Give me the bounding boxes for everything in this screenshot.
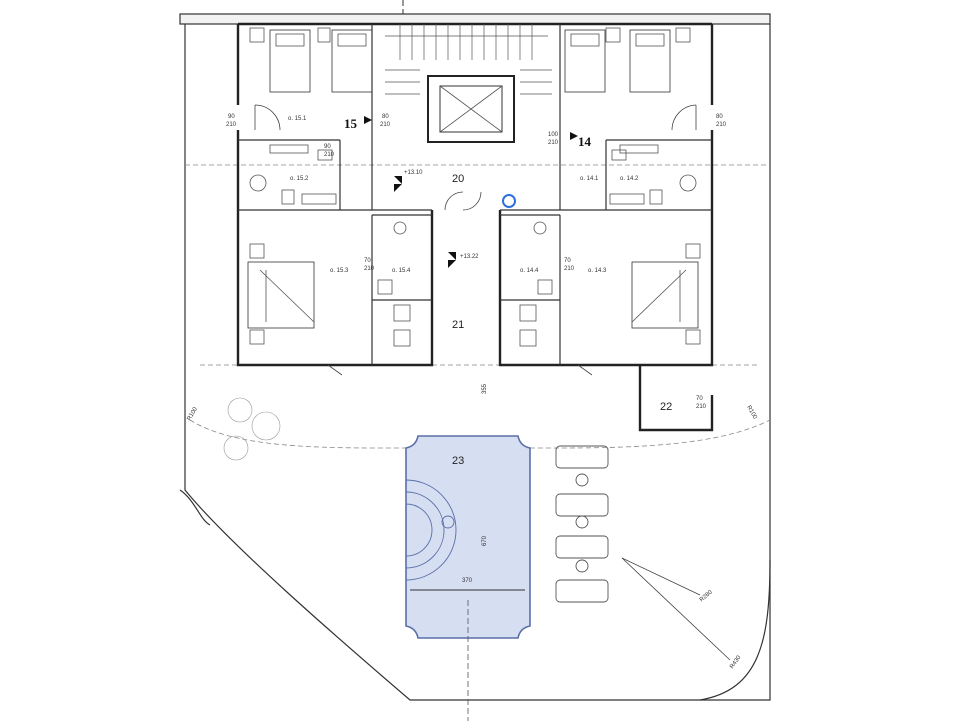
unit-label-14: 14	[578, 134, 592, 149]
pool-23	[405, 435, 531, 639]
room-label-14-3: o. 14.3	[588, 268, 607, 274]
radius-line-a	[621, 557, 701, 596]
dim-pool-width: 370	[462, 578, 473, 584]
wall-14-bed-divider	[559, 24, 712, 211]
door-tag-8-bot: 210	[696, 404, 707, 410]
level-hall: +13.10	[404, 170, 423, 176]
room-label-15-3: o. 15.3	[330, 268, 349, 274]
door-tag-4-top: 80	[716, 114, 723, 120]
entry-arrow-14	[570, 132, 578, 140]
sun-loungers	[555, 445, 609, 603]
door-tag-1-top: 90	[228, 114, 235, 120]
level-symbol-corridor	[448, 252, 456, 268]
wall-14-bath	[500, 214, 561, 365]
building-wall-left	[236, 24, 434, 367]
roof-edge	[179, 13, 771, 25]
bath-fixtures	[249, 144, 697, 347]
radius-line-b	[621, 557, 731, 661]
unit-label-15: 15	[344, 116, 358, 131]
door-tag-2-bot: 210	[380, 122, 391, 128]
room-label-15-2: o. 15.2	[290, 176, 309, 182]
room-label-14-4: o. 14.4	[520, 268, 539, 274]
room-label-14-2: o. 14.2	[620, 176, 639, 182]
door-tag-8-top: 70	[696, 396, 703, 402]
dim-pool-length: 670	[482, 535, 488, 546]
room-label-15-1: o. 15.1	[288, 116, 307, 122]
level-symbol-hall	[394, 176, 402, 192]
room-label-23: 23	[452, 455, 464, 467]
door-tag-2-top: 80	[382, 114, 389, 120]
lift-cross	[439, 85, 503, 133]
dim-radius-left: R100	[187, 406, 200, 422]
location-marker	[502, 194, 516, 208]
wall-15-bath	[371, 214, 432, 365]
door-tag-5-bot: 210	[324, 152, 335, 158]
plants	[223, 397, 281, 461]
door-tag-1-bot: 210	[226, 122, 237, 128]
bed-14-1	[564, 27, 691, 93]
door-tag-5-top: 90	[324, 144, 331, 150]
wall-15-bed-divider	[238, 24, 373, 211]
lift-shaft	[427, 75, 515, 143]
dim-radius-b: R430	[729, 654, 743, 670]
door-tag-7-top: 70	[564, 258, 571, 264]
plot-boundary	[184, 24, 771, 701]
dim-radius-a: R280	[699, 589, 714, 603]
building-wall-right	[498, 24, 714, 367]
room-label-21: 21	[452, 319, 464, 331]
door-tag-3-bot: 210	[548, 140, 559, 146]
dim-corridor: 355	[482, 383, 488, 394]
room-label-15-4: o. 15.4	[392, 268, 411, 274]
bed-15-3	[247, 243, 315, 345]
door-tag-3-top: 100	[548, 132, 559, 138]
pool-steps	[405, 479, 525, 591]
entry-arrow-15	[364, 116, 372, 124]
door-tag-7-bot: 210	[564, 266, 575, 272]
bed-15-1	[249, 27, 373, 93]
staircase	[385, 24, 552, 95]
doors	[254, 104, 697, 376]
wall-22	[638, 365, 714, 432]
door-tag-6-bot: 210	[364, 266, 375, 272]
door-tag-4-bot: 210	[716, 122, 727, 128]
lift-cabin	[439, 85, 503, 133]
room-label-14-1: o. 14.1	[580, 176, 599, 182]
room-label-22: 22	[660, 401, 672, 413]
dim-radius-right: R100	[745, 405, 758, 421]
room-label-20: 20	[452, 173, 464, 185]
level-corridor: +13.22	[460, 254, 479, 260]
bed-14-3	[631, 243, 701, 345]
door-tag-6-top: 70	[364, 258, 371, 264]
plot-boundary-curve	[179, 489, 771, 701]
